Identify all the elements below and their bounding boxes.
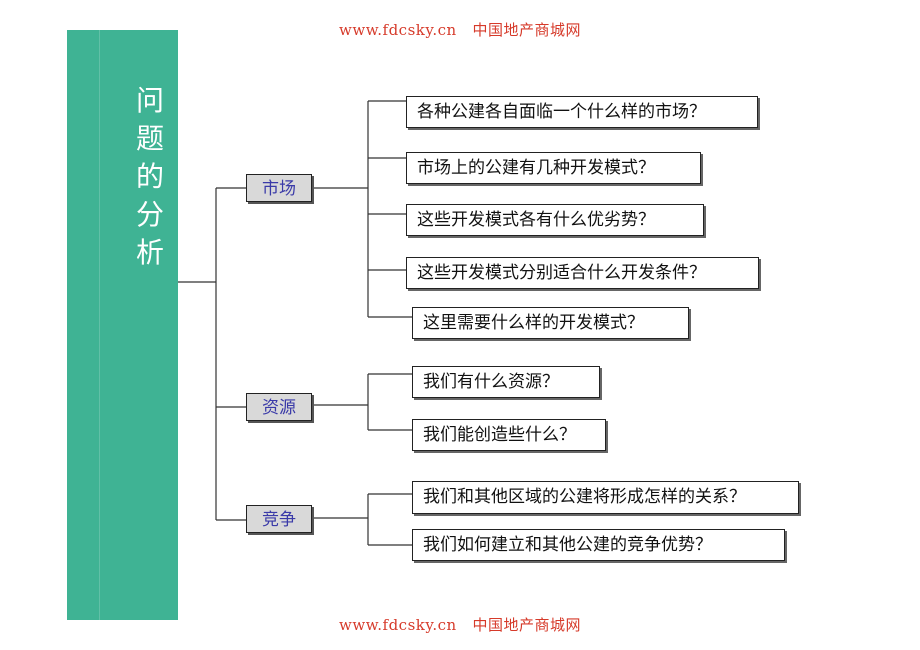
- question-competition-1-text: 我们和其他区域的公建将形成怎样的关系？: [423, 487, 746, 507]
- sidebar-title-char: 问: [135, 84, 164, 117]
- sidebar-title-char: 的: [135, 160, 164, 193]
- question-resource-1: 我们有什么资源？: [412, 366, 600, 398]
- sidebar-title-char: 分: [135, 198, 164, 231]
- question-market-2: 市场上的公建有几种开发模式？: [406, 152, 701, 184]
- sidebar-title-char: 析: [135, 236, 164, 269]
- question-market-3: 这些开发模式各有什么优劣势？: [406, 204, 704, 236]
- question-market-1: 各种公建各自面临一个什么样的市场？: [406, 96, 758, 128]
- watermark-top: www.fdcsky.cn 中国地产商城网: [339, 21, 581, 39]
- question-resource-2: 我们能创造些什么？: [412, 419, 606, 451]
- question-competition-2: 我们如何建立和其他公建的竞争优势？: [412, 529, 785, 561]
- category-market: 市场: [246, 174, 312, 202]
- question-market-4: 这些开发模式分别适合什么开发条件？: [406, 257, 759, 289]
- question-market-5: 这里需要什么样的开发模式？: [412, 307, 689, 339]
- sidebar-title-char: 题: [135, 122, 164, 155]
- sidebar-title: 问 题 的 分 析: [133, 82, 167, 272]
- sidebar-panel: 问 题 的 分 析: [67, 30, 178, 620]
- question-competition-1: 我们和其他区域的公建将形成怎样的关系？: [412, 481, 799, 514]
- watermark-bottom: www.fdcsky.cn 中国地产商城网: [339, 616, 581, 634]
- category-resource: 资源: [246, 393, 312, 421]
- sidebar-stripe: [99, 30, 100, 620]
- category-competition: 竞争: [246, 505, 312, 533]
